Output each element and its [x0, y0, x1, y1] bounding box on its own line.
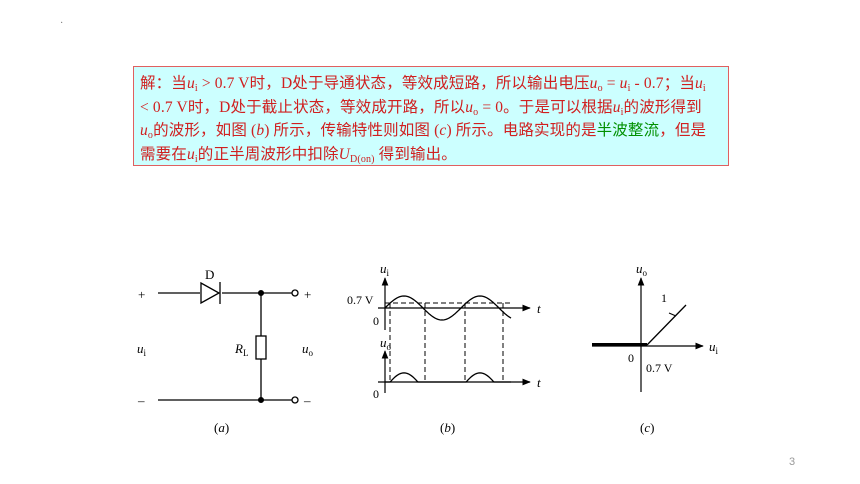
text-seg: ) 所示。电路实现的是 — [446, 122, 597, 139]
sub-i: i — [620, 106, 624, 118]
caption-b: (b) — [440, 420, 455, 435]
input-minus-sign: – — [137, 393, 145, 408]
input-sine-wave — [384, 295, 512, 321]
sub-o: o — [147, 130, 154, 141]
var-R: R — [234, 341, 243, 356]
transfer-figure-c — [592, 277, 704, 392]
transfer-slope-segment — [646, 304, 687, 346]
slope-marker — [668, 312, 677, 317]
ui-axis-label: ui — [709, 339, 719, 356]
text-seg: = 0。于是可以根据 — [478, 98, 613, 116]
sub-L: L — [243, 348, 249, 358]
sub-i: i — [627, 83, 631, 94]
text-seg: 的正半周波形中扣除 — [197, 145, 339, 163]
terminal-out-bottom — [291, 396, 299, 404]
output-rectified-wave — [385, 372, 511, 383]
var-u: u — [302, 341, 309, 356]
input-voltage-label: ui — [137, 341, 147, 358]
caption-a: (a) — [214, 420, 229, 435]
diode-triangle — [200, 281, 221, 305]
junction-top — [257, 289, 265, 297]
output-voltage-label: uo — [302, 341, 314, 358]
var-u: u — [137, 341, 144, 356]
slope-label: 1 — [661, 291, 667, 305]
input-plus-sign: + — [138, 287, 145, 302]
uo-axis-label: uo — [380, 335, 392, 352]
resistor-rl — [255, 335, 267, 360]
origin-label-bottom: 0 — [373, 387, 379, 401]
sub-i: i — [194, 83, 198, 94]
waveform-figure-b — [378, 277, 531, 393]
text-seg: ，但是 — [659, 122, 707, 139]
origin-label-top: 0 — [373, 314, 379, 328]
sub-i: i — [702, 83, 706, 94]
output-minus-sign: – — [303, 393, 311, 408]
var-U: U — [338, 145, 350, 163]
output-plus-sign: + — [304, 287, 311, 302]
highlight-halfwave: 半波整流 — [596, 122, 660, 139]
sub-o: o — [473, 106, 479, 118]
fig-ref-c: c — [439, 122, 447, 139]
text-seg: < 0.7 V时，D处于截止状态，等效成开路，所以 — [140, 98, 466, 116]
page-number: 3 — [789, 456, 796, 468]
var-u: u — [619, 75, 628, 92]
var-u: u — [140, 122, 148, 139]
var-u: u — [186, 145, 195, 163]
text-seg: ) 所示，传输特性则如图 ( — [264, 122, 440, 139]
text-seg: - 0.7；当 — [630, 75, 696, 92]
threshold-label: 0.7 V — [646, 361, 673, 375]
text-seg: 得到输出。 — [374, 145, 457, 163]
sub-o: o — [597, 83, 603, 94]
text-seg: 的波形得到 — [623, 98, 702, 116]
threshold-label: 0.7 V — [347, 293, 374, 307]
circuit-figure-a — [158, 281, 299, 404]
resistor-label: RL — [234, 341, 248, 358]
text-seg: 的波形，如图 ( — [153, 122, 257, 139]
uo-axis-label: uo — [636, 261, 648, 278]
var-u: u — [695, 75, 703, 92]
origin-label: 0 — [628, 351, 634, 365]
var-u: u — [465, 98, 474, 116]
slide-dot: · — [60, 18, 64, 29]
var-u: u — [612, 98, 621, 116]
explanation-box: 解：当ui > 0.7 V时，D处于导通状态，等效成短路，所以输出电压uo = … — [133, 66, 729, 166]
terminal-out-top — [291, 289, 299, 297]
time-label-top: t — [537, 301, 541, 316]
text-seg: 需要在 — [140, 145, 187, 163]
text-seg: > 0.7 V时，D处于导通状态，等效成短路，所以输出电压 — [197, 75, 590, 92]
text-seg: 解：当 — [140, 75, 187, 92]
fig-ref-b: b — [256, 122, 265, 139]
sub-i: i — [144, 348, 147, 358]
sub-don: D(on) — [350, 153, 375, 165]
sub-o: o — [309, 348, 314, 358]
var-u: u — [186, 75, 195, 92]
text-seg: = — [602, 75, 620, 92]
junction-bottom — [257, 396, 265, 404]
diode-label: D — [205, 267, 214, 282]
caption-c: (c) — [640, 420, 654, 435]
sub-i: i — [194, 153, 198, 165]
ui-axis-label: ui — [380, 261, 390, 278]
var-u: u — [589, 75, 598, 92]
time-label-bottom: t — [537, 375, 541, 390]
